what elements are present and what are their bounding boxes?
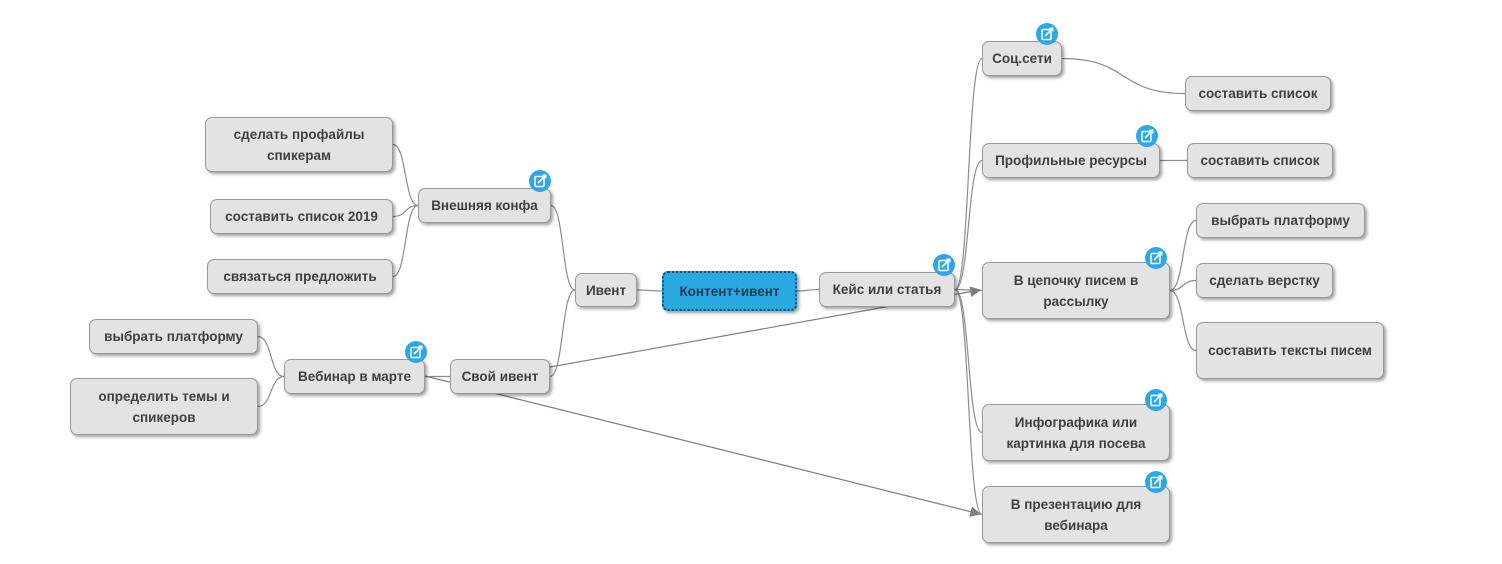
topic-label: Инфографика или картинка для посева [1006, 414, 1146, 451]
connector-case-profres [954, 159, 983, 291]
central-topic-node[interactable]: Контент+ивент [662, 271, 797, 311]
topic-node-platform1[interactable]: выбрать платформу [89, 319, 258, 354]
topic-node-contact[interactable]: связаться предложить [207, 259, 393, 294]
topic-label: Внешняя конфа [431, 198, 538, 213]
connector-mail-layout [1169, 279, 1197, 292]
topic-node-topics[interactable]: определить темы и спикеров [70, 378, 258, 435]
relation-arrow-webinar-presentation [424, 375, 982, 517]
topic-label: Кейс или статья [832, 282, 942, 297]
topic-label: Ивент [585, 282, 627, 298]
topic-label: составить список 2019 [225, 209, 378, 224]
topic-node-profres[interactable]: Профильные ресурсы [982, 143, 1160, 178]
topic-node-webinar[interactable]: Вебинар в марте [284, 359, 425, 394]
topic-node-mail[interactable]: В цепочку писем в рассылку [982, 262, 1170, 319]
topic-label: выбрать платформу [104, 329, 243, 344]
topic-node-texts[interactable]: составить тексты писем [1196, 322, 1384, 379]
connector-mail-platform2 [1169, 219, 1197, 292]
note-icon[interactable] [1145, 247, 1167, 269]
topic-label: составить список [1200, 153, 1320, 168]
topic-node-platform2[interactable]: выбрать платформу [1196, 203, 1365, 238]
topic-node-infographic[interactable]: Инфографика или картинка для посева [982, 404, 1170, 461]
note-icon[interactable] [1145, 471, 1167, 493]
connector-center-case [796, 288, 820, 292]
topic-label: Свой ивент [461, 369, 539, 384]
connector-ext_conf-list2019 [392, 204, 419, 218]
topic-node-event[interactable]: Ивент [575, 273, 637, 307]
topic-node-social-list[interactable]: составить список [1185, 76, 1331, 111]
topic-node-case[interactable]: Кейс или статья [819, 272, 955, 307]
note-icon[interactable] [1036, 23, 1058, 45]
connector-webinar-platform1 [257, 335, 285, 378]
connector-event-ext_conf [550, 204, 576, 291]
note-icon[interactable] [405, 341, 427, 363]
topic-label: составить тексты писем [1208, 343, 1372, 358]
topic-node-profiles[interactable]: сделать профайлы спикерам [205, 117, 393, 172]
topic-node-presentation[interactable]: В презентацию для вебинара [982, 486, 1170, 543]
topic-label: связаться предложить [223, 269, 377, 284]
topic-node-own-event[interactable]: Свой ивент [450, 359, 550, 394]
topic-node-list2019[interactable]: составить список 2019 [210, 199, 393, 234]
connector-case-presentation [954, 288, 983, 516]
topic-label: составить список [1198, 86, 1318, 101]
topic-label: Контент+ивент [679, 283, 780, 299]
connector-case-social [954, 57, 983, 291]
topic-label: выбрать платформу [1211, 213, 1350, 228]
connector-event-own_event [549, 289, 576, 378]
topic-label: Вебинар в марте [298, 369, 411, 384]
topic-node-layout[interactable]: сделать верстку [1196, 263, 1333, 298]
topic-node-social[interactable]: Соц.сети [982, 41, 1062, 76]
connector-center-event [636, 289, 663, 292]
topic-label: Соц.сети [992, 51, 1052, 66]
connector-social-social_list [1061, 57, 1186, 95]
note-icon[interactable] [933, 254, 955, 276]
note-icon[interactable] [529, 170, 551, 192]
topic-label: сделать профайлы спикерам [233, 126, 365, 163]
note-icon[interactable] [1136, 125, 1158, 147]
topic-label: определить темы и спикеров [98, 388, 230, 425]
topic-label: Профильные ресурсы [995, 153, 1147, 168]
topic-label: сделать верстку [1209, 273, 1320, 288]
topic-label: В презентацию для вебинара [1010, 496, 1142, 533]
connector-ext_conf-profiles [392, 143, 419, 207]
connector-mail-texts [1169, 289, 1197, 352]
topic-label: В цепочку писем в рассылку [1013, 272, 1139, 309]
topic-node-profres-list[interactable]: составить список [1187, 143, 1333, 178]
note-icon[interactable] [1145, 389, 1167, 411]
connector-ext_conf-contact [392, 204, 419, 278]
topic-node-ext-conf[interactable]: Внешняя конфа [418, 188, 551, 223]
connector-webinar-topics [257, 375, 285, 408]
connector-case-infographic [954, 288, 983, 434]
